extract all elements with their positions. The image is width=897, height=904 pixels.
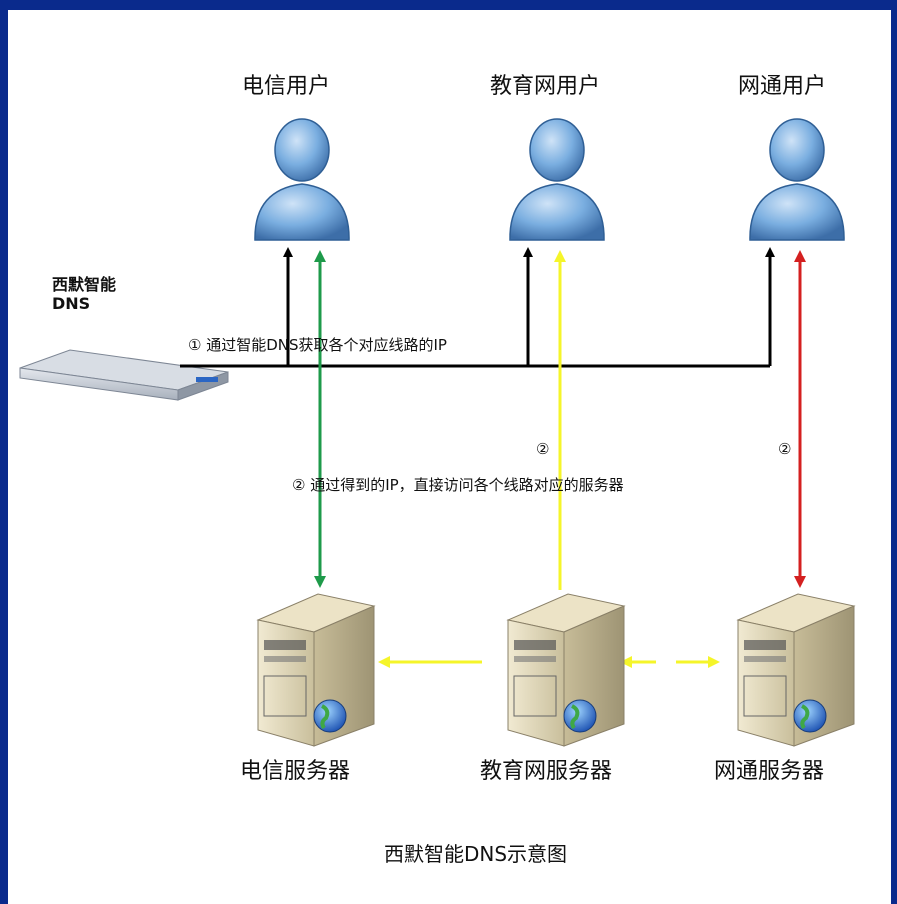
server-label-education: 教育网服务器 bbox=[480, 759, 613, 784]
user-label-netcom: 网通用户 bbox=[738, 74, 827, 99]
user-label-telecom: 电信用户 bbox=[242, 74, 331, 99]
user-icon-telecom bbox=[254, 118, 350, 241]
dns-query-lines bbox=[180, 247, 775, 368]
server-label-netcom: 网通服务器 bbox=[714, 759, 825, 784]
step2-marker-netcom: ② bbox=[778, 440, 792, 458]
user-label-education: 教育网用户 bbox=[490, 74, 601, 99]
server-icon-education bbox=[506, 593, 626, 747]
server-icon-telecom bbox=[256, 593, 376, 747]
step1-note: ① 通过智能DNS获取各个对应线路的IP bbox=[188, 336, 447, 354]
step2-marker-education: ② bbox=[536, 440, 550, 458]
user-icon-netcom bbox=[749, 118, 845, 241]
diagram-canvas bbox=[8, 10, 891, 904]
server-label-telecom: 电信服务器 bbox=[240, 759, 351, 784]
user-icon-education bbox=[509, 118, 605, 241]
dns-appliance-icon bbox=[19, 349, 229, 401]
server-icon-netcom bbox=[736, 593, 856, 747]
dns-title-line2: DNS bbox=[52, 294, 91, 313]
dns-title-line1: 西默智能 bbox=[52, 275, 117, 294]
diagram-caption: 西默智能DNS示意图 bbox=[384, 842, 568, 866]
step2-note: ② 通过得到的IP，直接访问各个线路对应的服务器 bbox=[292, 476, 624, 494]
